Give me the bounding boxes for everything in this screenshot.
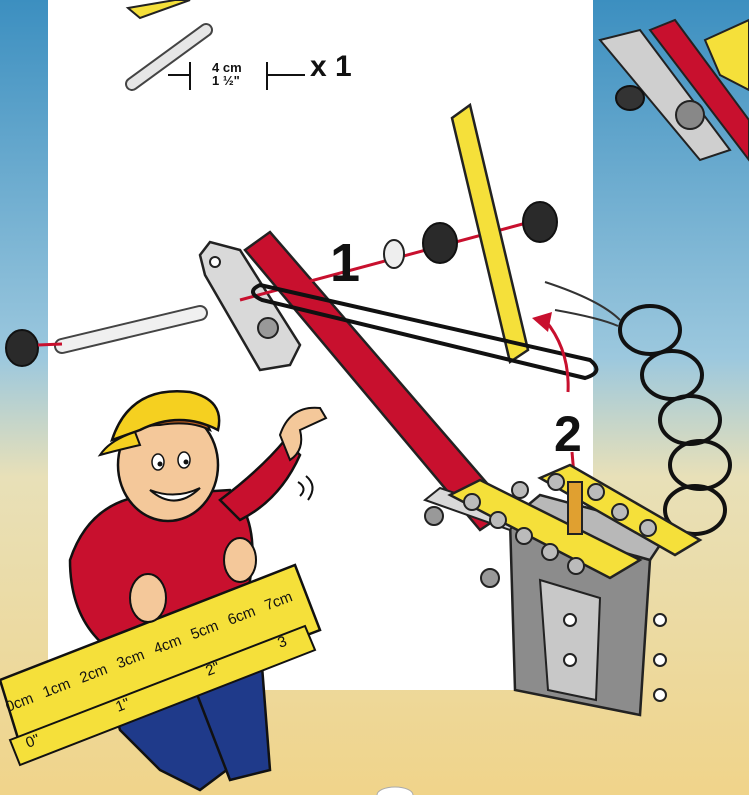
spacer-right xyxy=(523,202,557,242)
step-number-1: 1 xyxy=(330,232,360,294)
spacer-middle xyxy=(423,223,457,263)
left-spacer xyxy=(6,330,38,366)
red-guide-line xyxy=(38,344,62,345)
step-number-2: 2 xyxy=(554,405,582,463)
washer xyxy=(384,240,404,268)
part-quantity: x 1 xyxy=(310,50,352,84)
rod-length-inch: 1 ½" xyxy=(212,73,240,88)
motor-shaft xyxy=(568,482,582,534)
